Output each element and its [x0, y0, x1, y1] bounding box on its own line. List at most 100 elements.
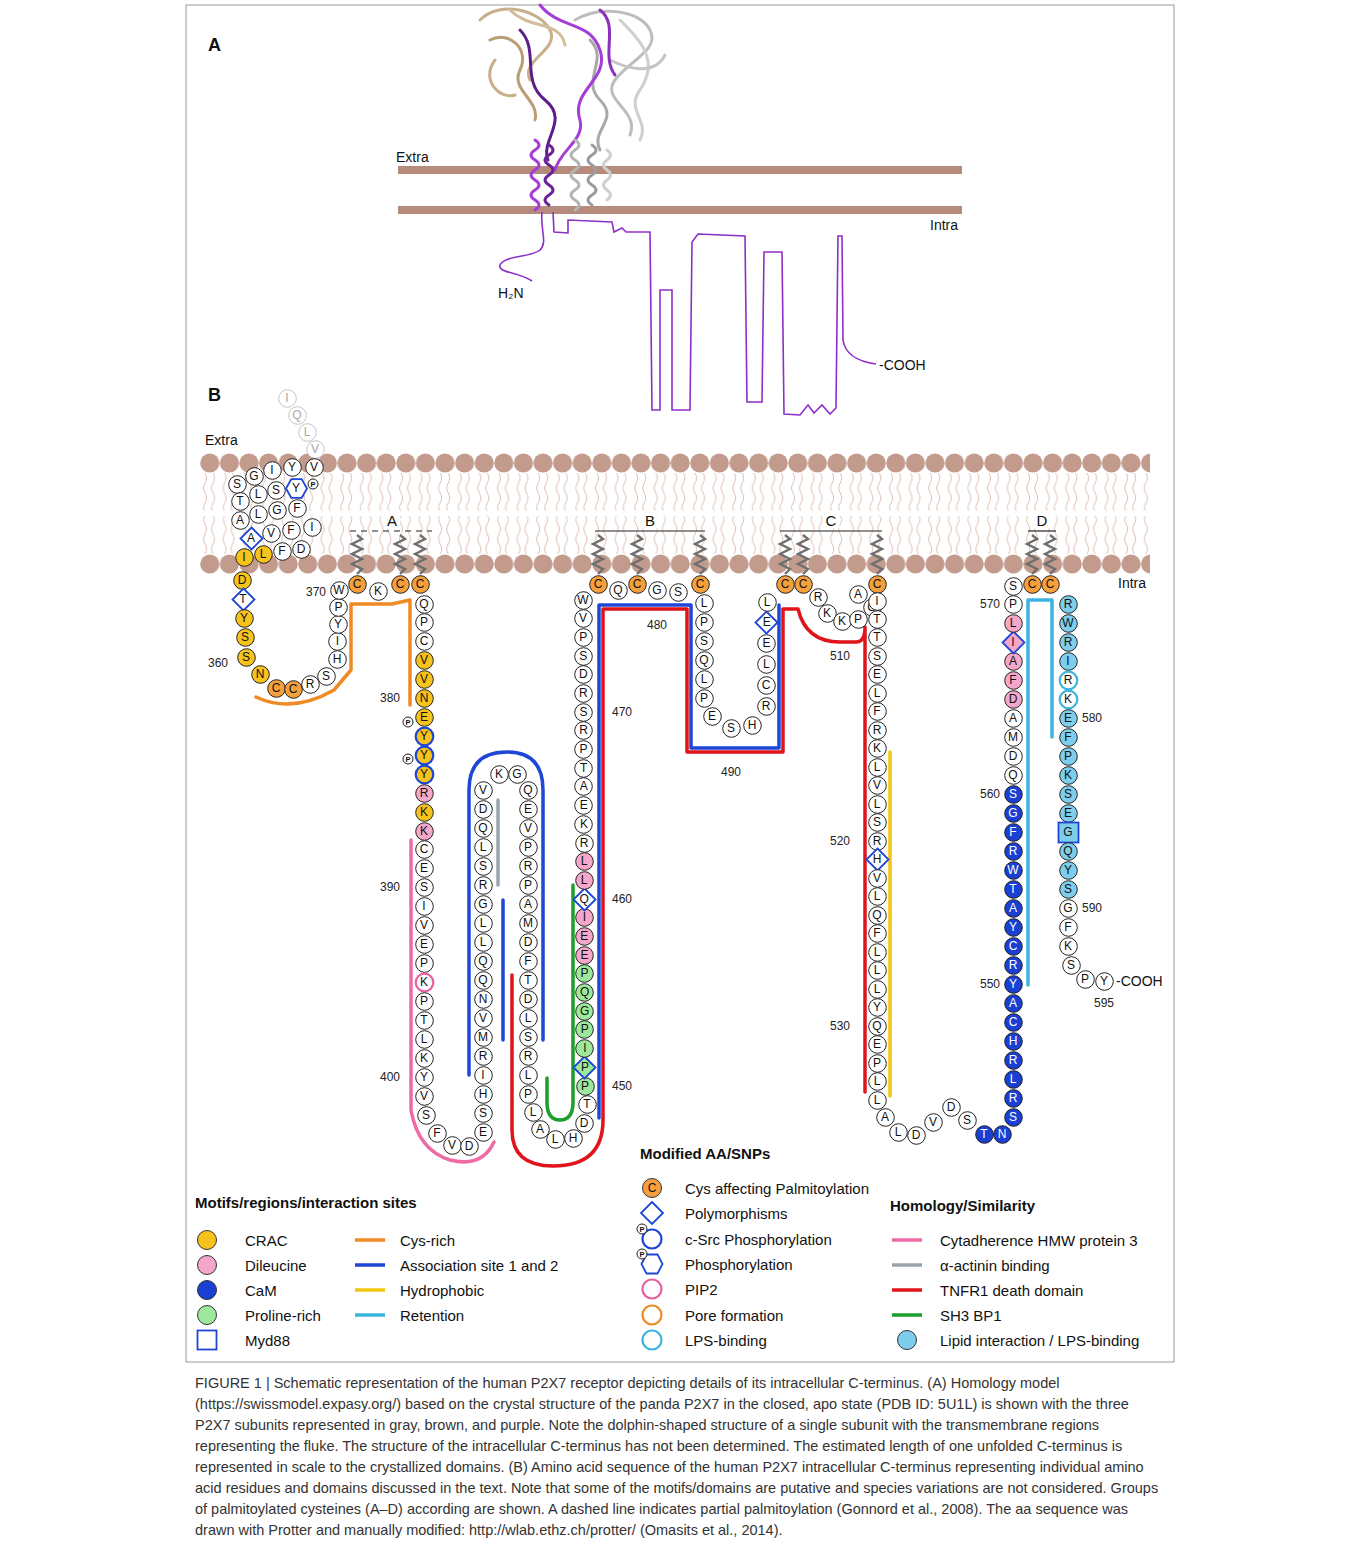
- residue-circle-shape: [428, 1124, 446, 1142]
- legend-swatch: [197, 1230, 217, 1250]
- legend-symbol: [195, 1328, 219, 1352]
- residue-circle: P: [1059, 747, 1078, 766]
- residue-letter: S: [236, 628, 255, 647]
- residue-circle-shape: [330, 598, 348, 616]
- residue-letter: R: [574, 721, 593, 740]
- residue-letter: S: [519, 1028, 538, 1047]
- residue-circle-shape: [415, 671, 433, 689]
- residue-letter: P: [1004, 595, 1023, 614]
- residue-circle: I: [415, 897, 434, 916]
- residue-letter: L: [415, 1030, 434, 1049]
- residue-letter: R: [519, 857, 538, 876]
- residue-circle: Q: [415, 595, 434, 614]
- residue-circle-shape: [474, 914, 492, 932]
- residue-letter: V: [305, 458, 324, 477]
- residue-circle: S: [317, 667, 336, 686]
- residue-circle-shape: [415, 728, 433, 746]
- residue-circle-shape: [1059, 633, 1077, 651]
- residue-circle: R: [1059, 671, 1078, 690]
- residue-circle: D: [575, 1114, 594, 1133]
- figure-border: [186, 5, 1174, 1362]
- residue-circle: Q: [1004, 766, 1023, 785]
- residue-circle-shape: [519, 990, 537, 1008]
- lipid-anchor: [872, 535, 882, 574]
- residue-circle: P: [415, 992, 434, 1011]
- swatch-letter: C: [648, 1181, 657, 1195]
- residue-circle: L: [474, 933, 493, 952]
- residue-circle-shape: [669, 583, 687, 601]
- residue-letter: A: [1004, 994, 1023, 1013]
- residue-letter: D: [1004, 690, 1023, 709]
- residue-circle: L: [1004, 614, 1023, 633]
- residue-circle-shape: [235, 548, 253, 566]
- residue-number: 370: [306, 585, 326, 599]
- residue-circle-shape: [303, 518, 321, 536]
- residue-circle-shape: [474, 990, 492, 1008]
- residue-letter: P: [575, 1058, 594, 1077]
- residue-circle-shape: [415, 879, 433, 897]
- residue-letter: C: [1041, 575, 1060, 594]
- residue-circle: Q: [474, 952, 493, 971]
- residue-circle: T: [519, 971, 538, 990]
- residue-letter: V: [519, 819, 538, 838]
- residue-circle: L: [868, 943, 887, 962]
- residue-circle: E: [868, 1035, 887, 1054]
- residue-circle-shape: [474, 971, 492, 989]
- residue-circle: C: [757, 676, 776, 695]
- residue-circle-shape: [1004, 861, 1022, 879]
- residue-letter: D: [233, 571, 252, 590]
- residue-circle: Q: [474, 971, 493, 990]
- residue-circle: T: [415, 1011, 434, 1030]
- residue-circle: W: [330, 581, 349, 600]
- legend-symbol-art: [892, 1228, 924, 1252]
- residue-letter: Q: [1004, 766, 1023, 785]
- residue-letter: H: [474, 1085, 493, 1104]
- residue-circle-shape: [306, 440, 324, 458]
- residue-letter: E: [868, 1035, 887, 1054]
- residue-letter: Q: [609, 581, 628, 600]
- residue-circle: F: [519, 952, 538, 971]
- residue-circle-shape: [474, 1009, 492, 1027]
- residue-letter: S: [1004, 577, 1023, 596]
- residue-circle: C: [1004, 1013, 1023, 1032]
- residue-letter: D: [942, 1098, 961, 1117]
- legend-symbol-art: [355, 1228, 387, 1252]
- lipid-anchor: [780, 535, 790, 574]
- residue-letter: L: [868, 887, 887, 906]
- residue-letter: R: [1059, 671, 1078, 690]
- residue-circle-shape: [868, 777, 886, 795]
- residue-circle-shape: [474, 838, 492, 856]
- residue-circle: S: [474, 857, 493, 876]
- residue-circle-shape: [868, 1036, 886, 1054]
- residue-letter: F: [1004, 671, 1023, 690]
- residue-number: 380: [380, 691, 400, 705]
- residue-circle-shape: [1004, 918, 1022, 936]
- residue-letter: S: [1004, 785, 1023, 804]
- residue-letter: C: [776, 575, 795, 594]
- legend-text: Lipid interaction / LPS-binding: [940, 1332, 1139, 1349]
- residue-circle-shape: [868, 666, 886, 684]
- residue-letter: E: [757, 613, 776, 632]
- residue-circle-shape: [415, 709, 433, 727]
- legend-line: [892, 1288, 922, 1292]
- residue-circle-shape: [574, 647, 592, 665]
- residue-circle: L: [1004, 1070, 1023, 1089]
- legend-line: [892, 1238, 922, 1242]
- residue-letter: W: [330, 581, 349, 600]
- residue-circle-shape: [868, 962, 886, 980]
- residue-circle-shape: [1059, 785, 1077, 803]
- residue-letter: L: [695, 594, 714, 613]
- residue-circle: L: [868, 795, 887, 814]
- protein-ribbons: [480, 5, 665, 210]
- residue-circle: F: [282, 521, 301, 540]
- residue-circle: S: [1059, 785, 1078, 804]
- residue-circle-shape: [1004, 1051, 1022, 1069]
- residue-circle-shape: [695, 613, 713, 631]
- residue-letter: L: [474, 933, 493, 952]
- residue-circle: G: [474, 895, 493, 914]
- residue-circle: P: [575, 964, 594, 983]
- residue-circle-shape: [868, 611, 886, 629]
- residue-circle-shape: [519, 952, 537, 970]
- residue-circle: Y: [1059, 861, 1078, 880]
- residue-circle-shape: [267, 481, 285, 499]
